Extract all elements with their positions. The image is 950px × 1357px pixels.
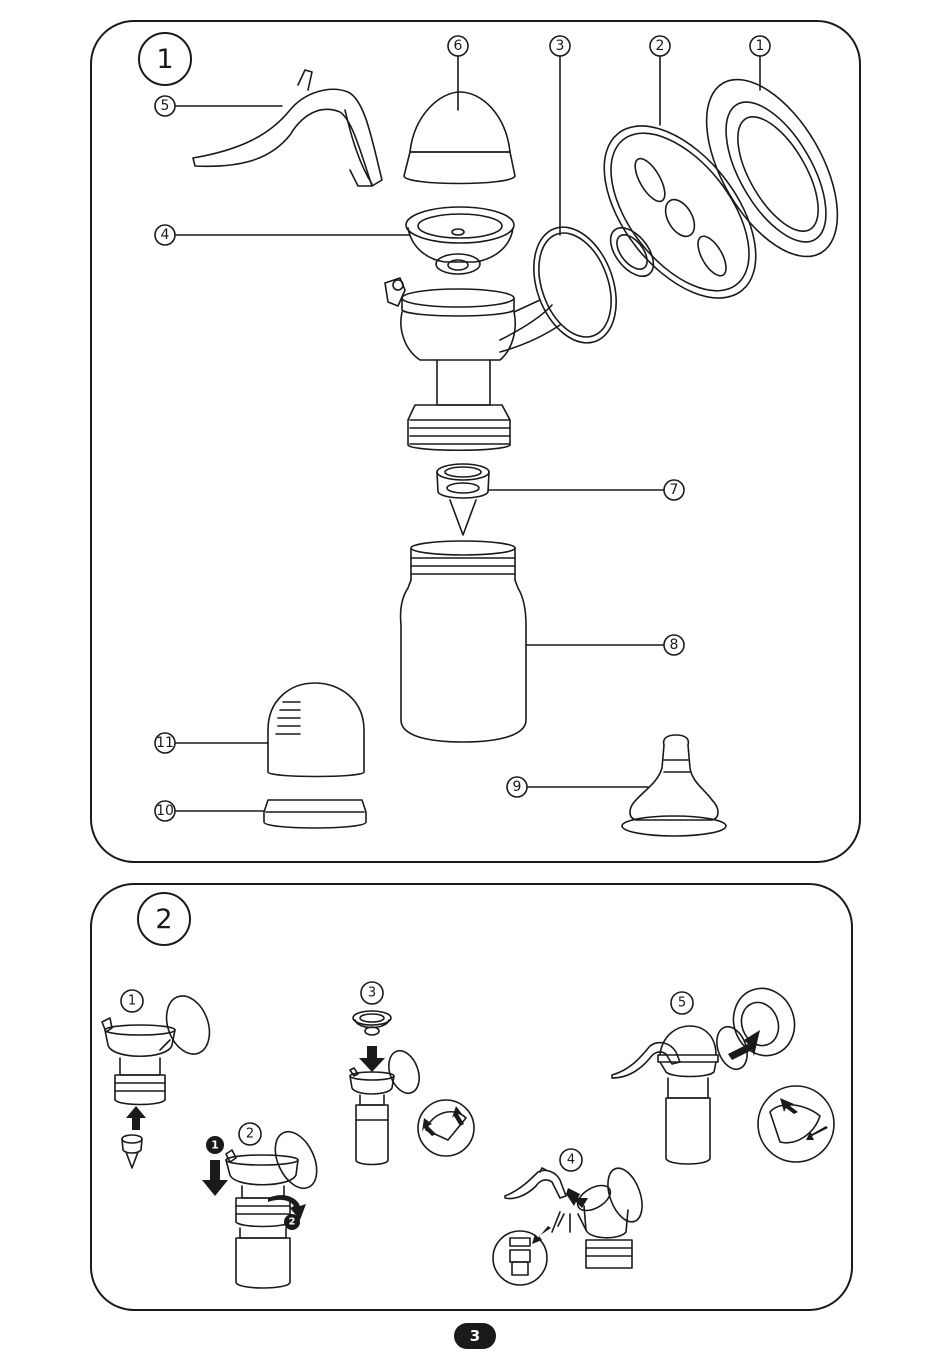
down-arrow-icon — [202, 1160, 228, 1196]
part-label-1: 1 — [756, 38, 765, 54]
section-1-badge: 1 — [138, 32, 192, 86]
part-label-5: 5 — [161, 98, 170, 114]
page-number: 3 — [454, 1323, 496, 1349]
part-label-3: 3 — [556, 38, 565, 54]
pump-body-illustration — [385, 278, 560, 450]
step2-illustration — [226, 1125, 325, 1288]
section-2-badge: 2 — [137, 892, 191, 946]
step-label-1: 1 — [128, 994, 136, 1009]
step2-sub-label-1: 1 — [211, 1139, 219, 1152]
step1-illustration — [102, 990, 217, 1168]
valve-illustration — [437, 464, 489, 535]
handle-illustration — [193, 70, 382, 186]
step2-sub-label-2: 2 — [289, 1217, 296, 1228]
teat-illustration — [622, 735, 726, 836]
part-label-11: 11 — [156, 735, 174, 751]
step3-illustration — [350, 1011, 474, 1165]
lid-illustration — [268, 683, 364, 777]
leader-lines — [176, 56, 760, 811]
part-label-7: 7 — [670, 482, 679, 498]
step-label-3: 3 — [368, 986, 376, 1001]
diaphragm-illustration — [406, 207, 514, 274]
step-label-4: 4 — [567, 1153, 575, 1168]
up-arrow-icon — [126, 1106, 146, 1130]
part-label-6: 6 — [454, 38, 463, 54]
part-label-10: 10 — [156, 803, 174, 819]
step-label-5: 5 — [678, 996, 686, 1011]
bottle-illustration — [401, 541, 526, 742]
funnel-illustration — [519, 216, 631, 355]
part-label-4: 4 — [161, 227, 170, 243]
insert-arrow-icon — [359, 1046, 385, 1072]
step5-illustration — [612, 980, 834, 1164]
step-label-2: 2 — [246, 1127, 254, 1142]
cover-cap-illustration — [404, 92, 515, 184]
part-label-8: 8 — [670, 637, 679, 653]
part-label-2: 2 — [656, 38, 665, 54]
sealing-disc-illustration — [264, 800, 366, 828]
part-label-9: 9 — [513, 779, 522, 795]
step4-illustration — [493, 1164, 649, 1285]
massage-cushion-illustration — [574, 99, 785, 326]
